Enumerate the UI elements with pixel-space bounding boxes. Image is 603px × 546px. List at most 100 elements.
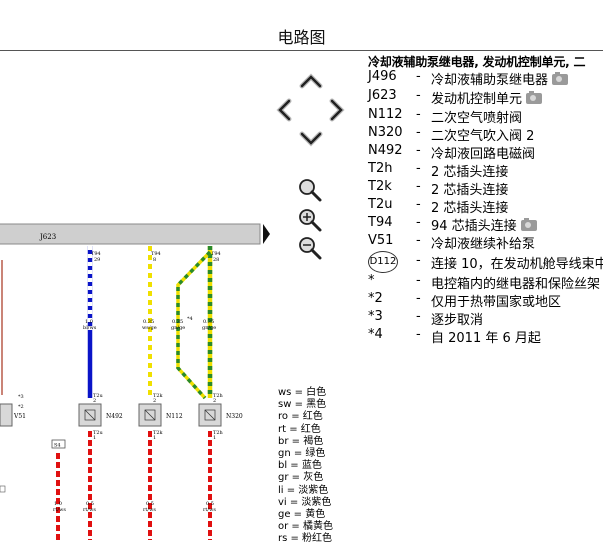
fuse-box (51, 439, 66, 449)
connector-pin: T2u (93, 430, 104, 436)
expand-right-icon (263, 224, 270, 244)
wire-color-label: ws/ge (142, 325, 157, 331)
legend-desc: 逐步取消 (431, 309, 483, 328)
camera-icon[interactable] (526, 91, 543, 104)
wire-color-label: rt/ws (203, 507, 216, 513)
legend-code: T2k (368, 179, 392, 194)
legend-dash: - (416, 197, 421, 212)
up-arrow-icon[interactable] (299, 73, 323, 89)
wire-size-label: 1.0 (54, 501, 62, 507)
legend-dash: - (416, 253, 421, 268)
connector-label: T2k (153, 393, 164, 399)
wire-green-yellow-branch (176, 250, 212, 400)
color-code-item: gr = 灰色 (278, 472, 324, 484)
color-code-item: ge = 黄色 (278, 509, 326, 521)
legend-code: T94 (368, 215, 393, 230)
zoom-in-icon[interactable] (299, 209, 322, 232)
right-arrow-icon[interactable] (329, 98, 345, 122)
legend-dash: - (416, 291, 421, 306)
component-inner (204, 409, 216, 421)
wire-size-label: 0.35 (143, 319, 154, 325)
legend-code: *3 (368, 309, 383, 324)
legend-desc: 连接 10，在发动机舱导线束中 (431, 253, 603, 272)
terminal-box (0, 485, 6, 493)
wire-color-label: rt/ws (53, 507, 66, 513)
connector-pin: 2 (213, 398, 216, 404)
legend-dash: - (416, 309, 421, 324)
legend-desc: 冷却液辅助泵继电器 (431, 69, 569, 88)
legend-dash: - (416, 88, 421, 103)
down-arrow-icon[interactable] (299, 131, 323, 147)
legend-dash: - (416, 69, 421, 84)
legend-dash: - (416, 327, 421, 342)
legend-desc-text: 冷却液辅助泵继电器 (431, 73, 549, 88)
legend-desc-text: 自 2011 年 6 月起 (431, 331, 541, 346)
component-box-v51 (0, 403, 13, 427)
wire-size-label: 0.5 (206, 501, 214, 507)
pin-label: 29 (94, 257, 100, 263)
wire-size-label: 0.5 (146, 501, 154, 507)
wire-color-label: rt/ws (83, 507, 96, 513)
legend-dash: - (416, 179, 421, 194)
legend-code: N320 (368, 125, 403, 140)
pin-label: 28 (213, 257, 219, 263)
color-code-item: or = 橘黄色 (278, 521, 333, 533)
legend-code: * (368, 273, 375, 288)
legend-desc-text: 2 芯插头连接 (431, 165, 509, 180)
camera-icon[interactable] (552, 72, 569, 85)
fuse-label: S4 (54, 443, 61, 449)
legend-desc-text: 冷却液回路电磁阀 (431, 147, 536, 162)
legend-desc: 冷却液回路电磁阀 (431, 143, 535, 162)
legend-desc-text: 2 芯插头连接 (431, 201, 509, 216)
zoom-out-icon[interactable] (299, 237, 322, 260)
connector-pin: 1 (93, 435, 96, 441)
connector-pin: 1 (153, 435, 156, 441)
legend-desc-text: 发动机控制单元 (431, 92, 523, 107)
legend-desc-text: 2 芯插头连接 (431, 183, 509, 198)
legend-desc-text: 94 芯插头连接 (431, 219, 517, 234)
color-code-item: vi = 淡紫色 (278, 496, 332, 508)
wire-color-label: gn/ge (202, 325, 216, 331)
legend-desc-text: 二次空气喷射阀 (431, 111, 523, 126)
component-inner (144, 409, 156, 421)
color-code-item: ws = 白色 (278, 387, 327, 398)
wire-color-label: bl/ws (83, 325, 97, 331)
connector-pin: 2 (153, 398, 156, 404)
connector-pin: 2 (93, 398, 96, 404)
legend-dash: - (416, 161, 421, 176)
legend-desc: 发动机控制单元 (431, 88, 543, 107)
camera-icon[interactable] (520, 218, 537, 231)
color-code-item: ro = 红色 (278, 411, 323, 423)
legend-code: D112 (368, 251, 398, 273)
legend-desc: 94 芯插头连接 (431, 215, 537, 234)
legend-code: V51 (368, 233, 394, 248)
left-arrow-icon[interactable] (276, 98, 292, 122)
pin-label: T94 (91, 251, 101, 257)
connector-label: T2u (93, 393, 104, 399)
legend-desc: 仅用于热带国家或地区 (431, 291, 561, 310)
component-inner (204, 409, 216, 421)
legend-desc: 电控箱内的继电器和保险丝架 (431, 273, 600, 292)
connector-pin: 1 (213, 435, 216, 441)
connector-pin: T2h (213, 430, 224, 436)
note-marker: *2 (18, 404, 24, 410)
control-unit-label: J623 (39, 233, 56, 241)
component-label: N320 (226, 413, 243, 420)
legend-desc-text: 逐步取消 (431, 313, 484, 328)
legend-dash: - (416, 107, 421, 122)
legend-code: T2u (368, 197, 393, 212)
legend-dash: - (416, 233, 421, 248)
component-inner (84, 409, 96, 421)
pin-label: T94 (211, 251, 221, 257)
legend-dash: - (416, 215, 421, 230)
legend-desc: 2 芯插头连接 (431, 179, 508, 198)
legend-code: T2h (368, 161, 393, 176)
legend-desc-text: 连接 10，在发动机舱导线束中 (431, 257, 603, 272)
color-code-item: rt = 红色 (278, 423, 321, 435)
legend-desc-text: 仅用于热带国家或地区 (431, 295, 562, 310)
color-code-item: bl = 蓝色 (278, 460, 322, 472)
wire-size-label: 1.0 (85, 319, 93, 325)
zoom-fit-icon[interactable] (299, 179, 322, 202)
wire-size-label: 0.5 (86, 501, 94, 507)
